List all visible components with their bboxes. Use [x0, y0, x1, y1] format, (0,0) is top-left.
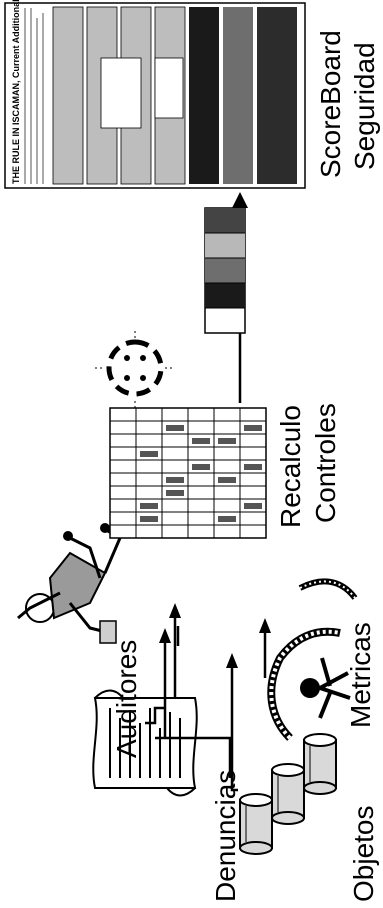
scoreboard-heading: THE RULE IN ISCAMAN, Current Additional … — [11, 0, 21, 184]
label-denuncias: Denuncias — [210, 770, 241, 902]
running-auditor-cartoon-icon — [18, 523, 120, 643]
label-auditores: Auditores — [111, 640, 142, 758]
label-objetos: Objetos — [348, 806, 379, 903]
label-controles: Controles — [310, 403, 341, 523]
label-recalculo: Recalculo — [275, 405, 306, 528]
control-table-image — [110, 408, 266, 538]
label-seguridad: Seguridad — [349, 42, 380, 170]
score-color-scale — [205, 208, 245, 333]
scoreboard-document: THE RULE IN ISCAMAN, Current Additional … — [5, 0, 305, 188]
recalculation-cycle-icon — [95, 328, 175, 408]
database-cylinders-icon — [240, 734, 336, 854]
label-scoreboard: ScoreBoard — [315, 30, 346, 178]
label-metricas: Metricas — [345, 622, 376, 728]
tape-measure-figure-icon — [271, 581, 355, 738]
paper-scroll-icon — [93, 691, 196, 796]
